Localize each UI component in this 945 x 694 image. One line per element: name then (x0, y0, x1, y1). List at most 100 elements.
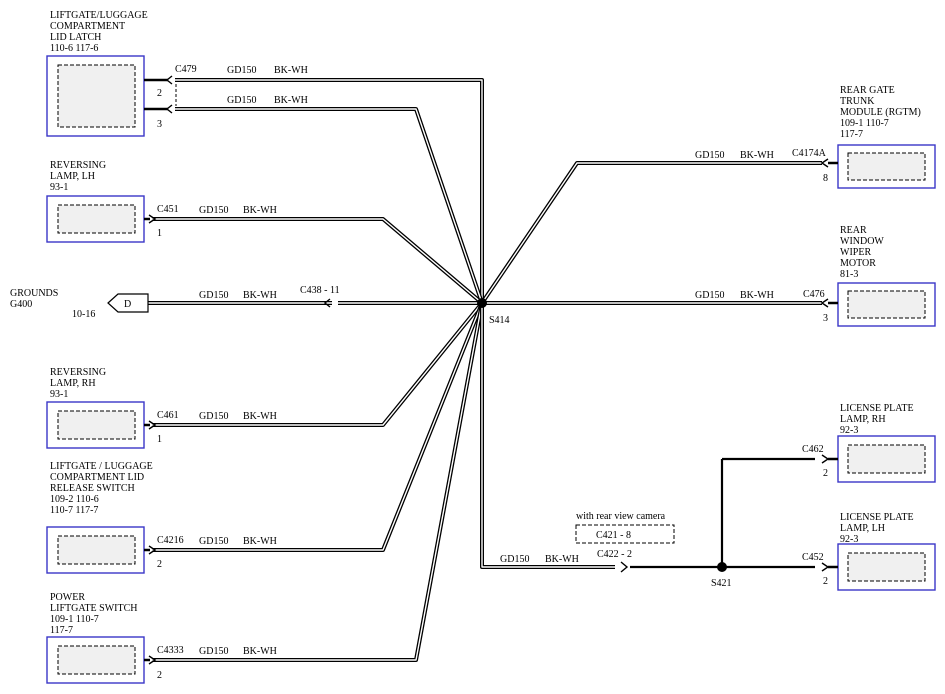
c476-connector (820, 298, 829, 308)
rev-lamp-rh-name-1: REVERSING (50, 367, 106, 378)
wiper-motor-name-4: MOTOR (840, 258, 876, 269)
rev-lamp-rh-refs: 93-1 (50, 389, 68, 400)
power-liftgate-refs-2: 117-7 (50, 625, 73, 636)
wire-label-color: BK-WH (243, 536, 277, 547)
c476-pin: 3 (823, 313, 828, 324)
wire-rgtm[interactable] (480, 161, 822, 305)
c479-connector (144, 75, 177, 114)
wire-label-circuit: GD150 (199, 646, 228, 657)
liftgate-release-name-2: COMPARTMENT LID (50, 472, 144, 483)
lic-plate-lh-name-1: LICENSE PLATE (840, 512, 914, 523)
option-note: with rear view camera (576, 511, 666, 522)
wire-label-circuit: GD150 (199, 411, 228, 422)
wire-label-color: BK-WH (243, 205, 277, 216)
grounds-name-2: G400 (10, 299, 32, 310)
wire-label-circuit: GD150 (199, 205, 228, 216)
c4333-pin: 2 (157, 670, 162, 681)
c461-pin: 1 (157, 434, 162, 445)
component-liftgate-latch[interactable] (46, 55, 145, 137)
c4174a-label: C4174A (792, 148, 827, 159)
wire-label-circuit: GD150 (199, 536, 228, 547)
lic-plate-rh-refs: 92-3 (840, 425, 858, 436)
c4333-label: C4333 (157, 645, 184, 656)
rev-lamp-lh-name-1: REVERSING (50, 160, 106, 171)
wire-label-circuit: GD150 (695, 150, 724, 161)
rgtm-name-1: REAR GATE (840, 85, 895, 96)
liftgate-latch-refs: 110-6 117-6 (50, 43, 98, 54)
c4216-label: C4216 (157, 535, 184, 546)
wire-c422[interactable] (480, 303, 615, 569)
c451-connector (148, 214, 157, 224)
wire-label-color: BK-WH (545, 554, 579, 565)
splice-s414-label: S414 (489, 315, 510, 326)
wire-liftgate-release[interactable] (152, 302, 484, 552)
component-rgtm[interactable] (837, 144, 936, 189)
liftgate-latch-name-3: LID LATCH (50, 32, 101, 43)
lic-plate-lh-name-2: LAMP, LH (840, 523, 885, 534)
grounds-refs: 10-16 (72, 309, 95, 320)
c421-option-box[interactable] (575, 524, 675, 544)
c461-label: C461 (157, 410, 179, 421)
c462-connector (821, 454, 830, 464)
wiper-motor-name-1: REAR (840, 225, 867, 236)
liftgate-release-refs-2: 110-7 117-7 (50, 505, 98, 516)
c451-label: C451 (157, 204, 179, 215)
wire-label-circuit: GD150 (500, 554, 529, 565)
c422-label: C422 - 2 (597, 549, 632, 560)
wire-label-color: BK-WH (243, 646, 277, 657)
c462-pin: 2 (823, 468, 828, 479)
rgtm-refs-2: 117-7 (840, 129, 863, 140)
splice-s414-dot (477, 298, 487, 308)
liftgate-latch-name-2: COMPARTMENT (50, 21, 125, 32)
c452-connector (821, 562, 830, 572)
power-liftgate-name-2: LIFTGATE SWITCH (50, 603, 138, 614)
rev-lamp-lh-refs: 93-1 (50, 182, 68, 193)
wire-label-circuit: GD150 (199, 290, 228, 301)
c4174a-pin: 8 (823, 173, 828, 184)
c438-connector-mark (323, 297, 338, 309)
rev-lamp-rh-name-2: LAMP, RH (50, 378, 96, 389)
liftgate-release-name-1: LIFTGATE / LUGGAGE (50, 461, 153, 472)
wire-rev-lamp-lh[interactable] (152, 217, 484, 305)
wire-label-color: BK-WH (243, 290, 277, 301)
liftgate-latch-name-1: LIFTGATE/LUGGAGE (50, 10, 148, 21)
rgtm-name-2: TRUNK (840, 96, 875, 107)
harness-wires (148, 78, 822, 662)
component-rev-lamp-lh[interactable] (46, 195, 145, 243)
c479-pin-3: 3 (157, 119, 162, 130)
power-liftgate-name-1: POWER (50, 592, 85, 603)
lic-plate-lh-refs: 92-3 (840, 534, 858, 545)
component-license-plate-rh[interactable] (837, 435, 936, 483)
wiper-motor-refs: 81-3 (840, 269, 858, 280)
wire-rev-lamp-rh[interactable] (152, 301, 484, 427)
component-liftgate-release-switch[interactable] (46, 526, 145, 574)
lic-plate-rh-name-1: LICENSE PLATE (840, 403, 914, 414)
splice-s421-dot (717, 562, 727, 572)
wire-label-color: BK-WH (740, 150, 774, 161)
component-license-plate-lh[interactable] (837, 543, 936, 591)
rgtm-refs-1: 109-1 110-7 (840, 118, 889, 129)
wire-liftgate-latch-pin3[interactable] (175, 107, 484, 304)
c479-label: C479 (175, 64, 197, 75)
c4216-connector (148, 545, 157, 555)
ground-connector-symbol[interactable] (107, 293, 149, 313)
c422-connector-mark (620, 561, 629, 573)
splice-s421-label: S421 (711, 578, 732, 589)
wire-after-c422[interactable] (630, 457, 815, 569)
power-liftgate-refs-1: 109-1 110-7 (50, 614, 99, 625)
component-wiper-motor[interactable] (837, 282, 936, 327)
liftgate-release-name-3: RELEASE SWITCH (50, 483, 135, 494)
c421-label: C421 - 8 (596, 530, 631, 541)
lic-plate-rh-name-2: LAMP, RH (840, 414, 886, 425)
wire-power-liftgate[interactable] (152, 302, 484, 662)
c4333-connector (148, 655, 157, 665)
component-rev-lamp-rh[interactable] (46, 401, 145, 449)
wire-liftgate-latch-pin2[interactable] (175, 78, 484, 303)
c451-pin: 1 (157, 228, 162, 239)
liftgate-release-refs-1: 109-2 110-6 (50, 494, 99, 505)
wire-label-color: BK-WH (243, 411, 277, 422)
c452-label: C452 (802, 552, 824, 563)
rgtm-name-3: MODULE (RGTM) (840, 107, 921, 118)
component-power-liftgate-switch[interactable] (46, 636, 145, 684)
